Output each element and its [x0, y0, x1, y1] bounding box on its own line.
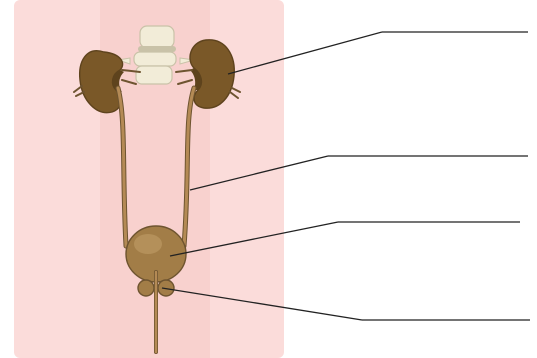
vertebra-disc — [138, 46, 176, 52]
vertebra-lower — [136, 66, 172, 84]
bladder-highlight — [134, 234, 162, 254]
vertebra-middle — [134, 52, 176, 66]
prostate-left-lobe — [138, 280, 154, 296]
vertebra-upper — [140, 26, 174, 48]
